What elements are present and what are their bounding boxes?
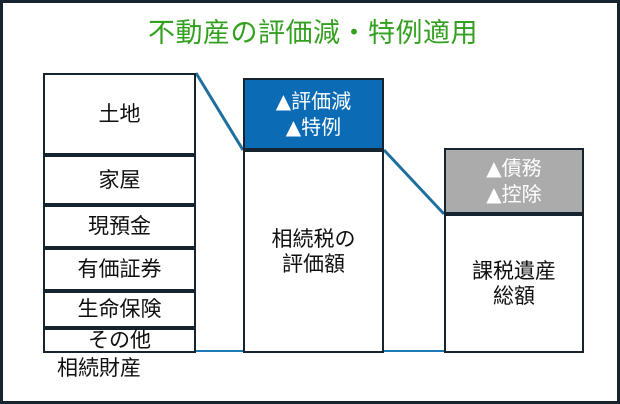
asset-cell-house[interactable]: 家屋 [43,155,196,205]
asset-cell-cash-deposits[interactable]: 現預金 [43,205,196,248]
asset-cell-land[interactable]: 土地 [43,73,196,155]
asset-cell-other[interactable]: その他 [43,328,196,353]
valuation-reduction-box[interactable]: ▲評価減 ▲特例 [243,78,384,150]
taxable-body-box[interactable]: 課税遺産 総額 [444,214,584,353]
inheritance-tax-diagram: 土地 家屋 現預金 有価証券 生命保険 その他 相続財産 ▲評価減 ▲特例 相続… [3,3,617,401]
asset-cell-securities[interactable]: 有価証券 [43,248,196,291]
valuation-body-label: 相続税の 評価額 [271,226,356,276]
taxable-deduction-box[interactable]: ▲債務 ▲控除 [444,148,584,214]
asset-cell-life-insurance[interactable]: 生命保険 [43,291,196,328]
taxable-body-label: 課税遺産 総額 [472,258,556,308]
valuation-body-box[interactable]: 相続税の 評価額 [243,150,384,353]
connector-assets-to-valuation [194,72,245,151]
assets-caption: 相続財産 [57,356,141,380]
page-title: 不動産の評価減・特例適用 [148,18,478,49]
connector-valuation-to-taxable [382,148,446,216]
valuation-reduction-label: ▲評価減 ▲特例 [275,89,352,139]
taxable-deduction-label: ▲債務 ▲控除 [486,156,542,206]
